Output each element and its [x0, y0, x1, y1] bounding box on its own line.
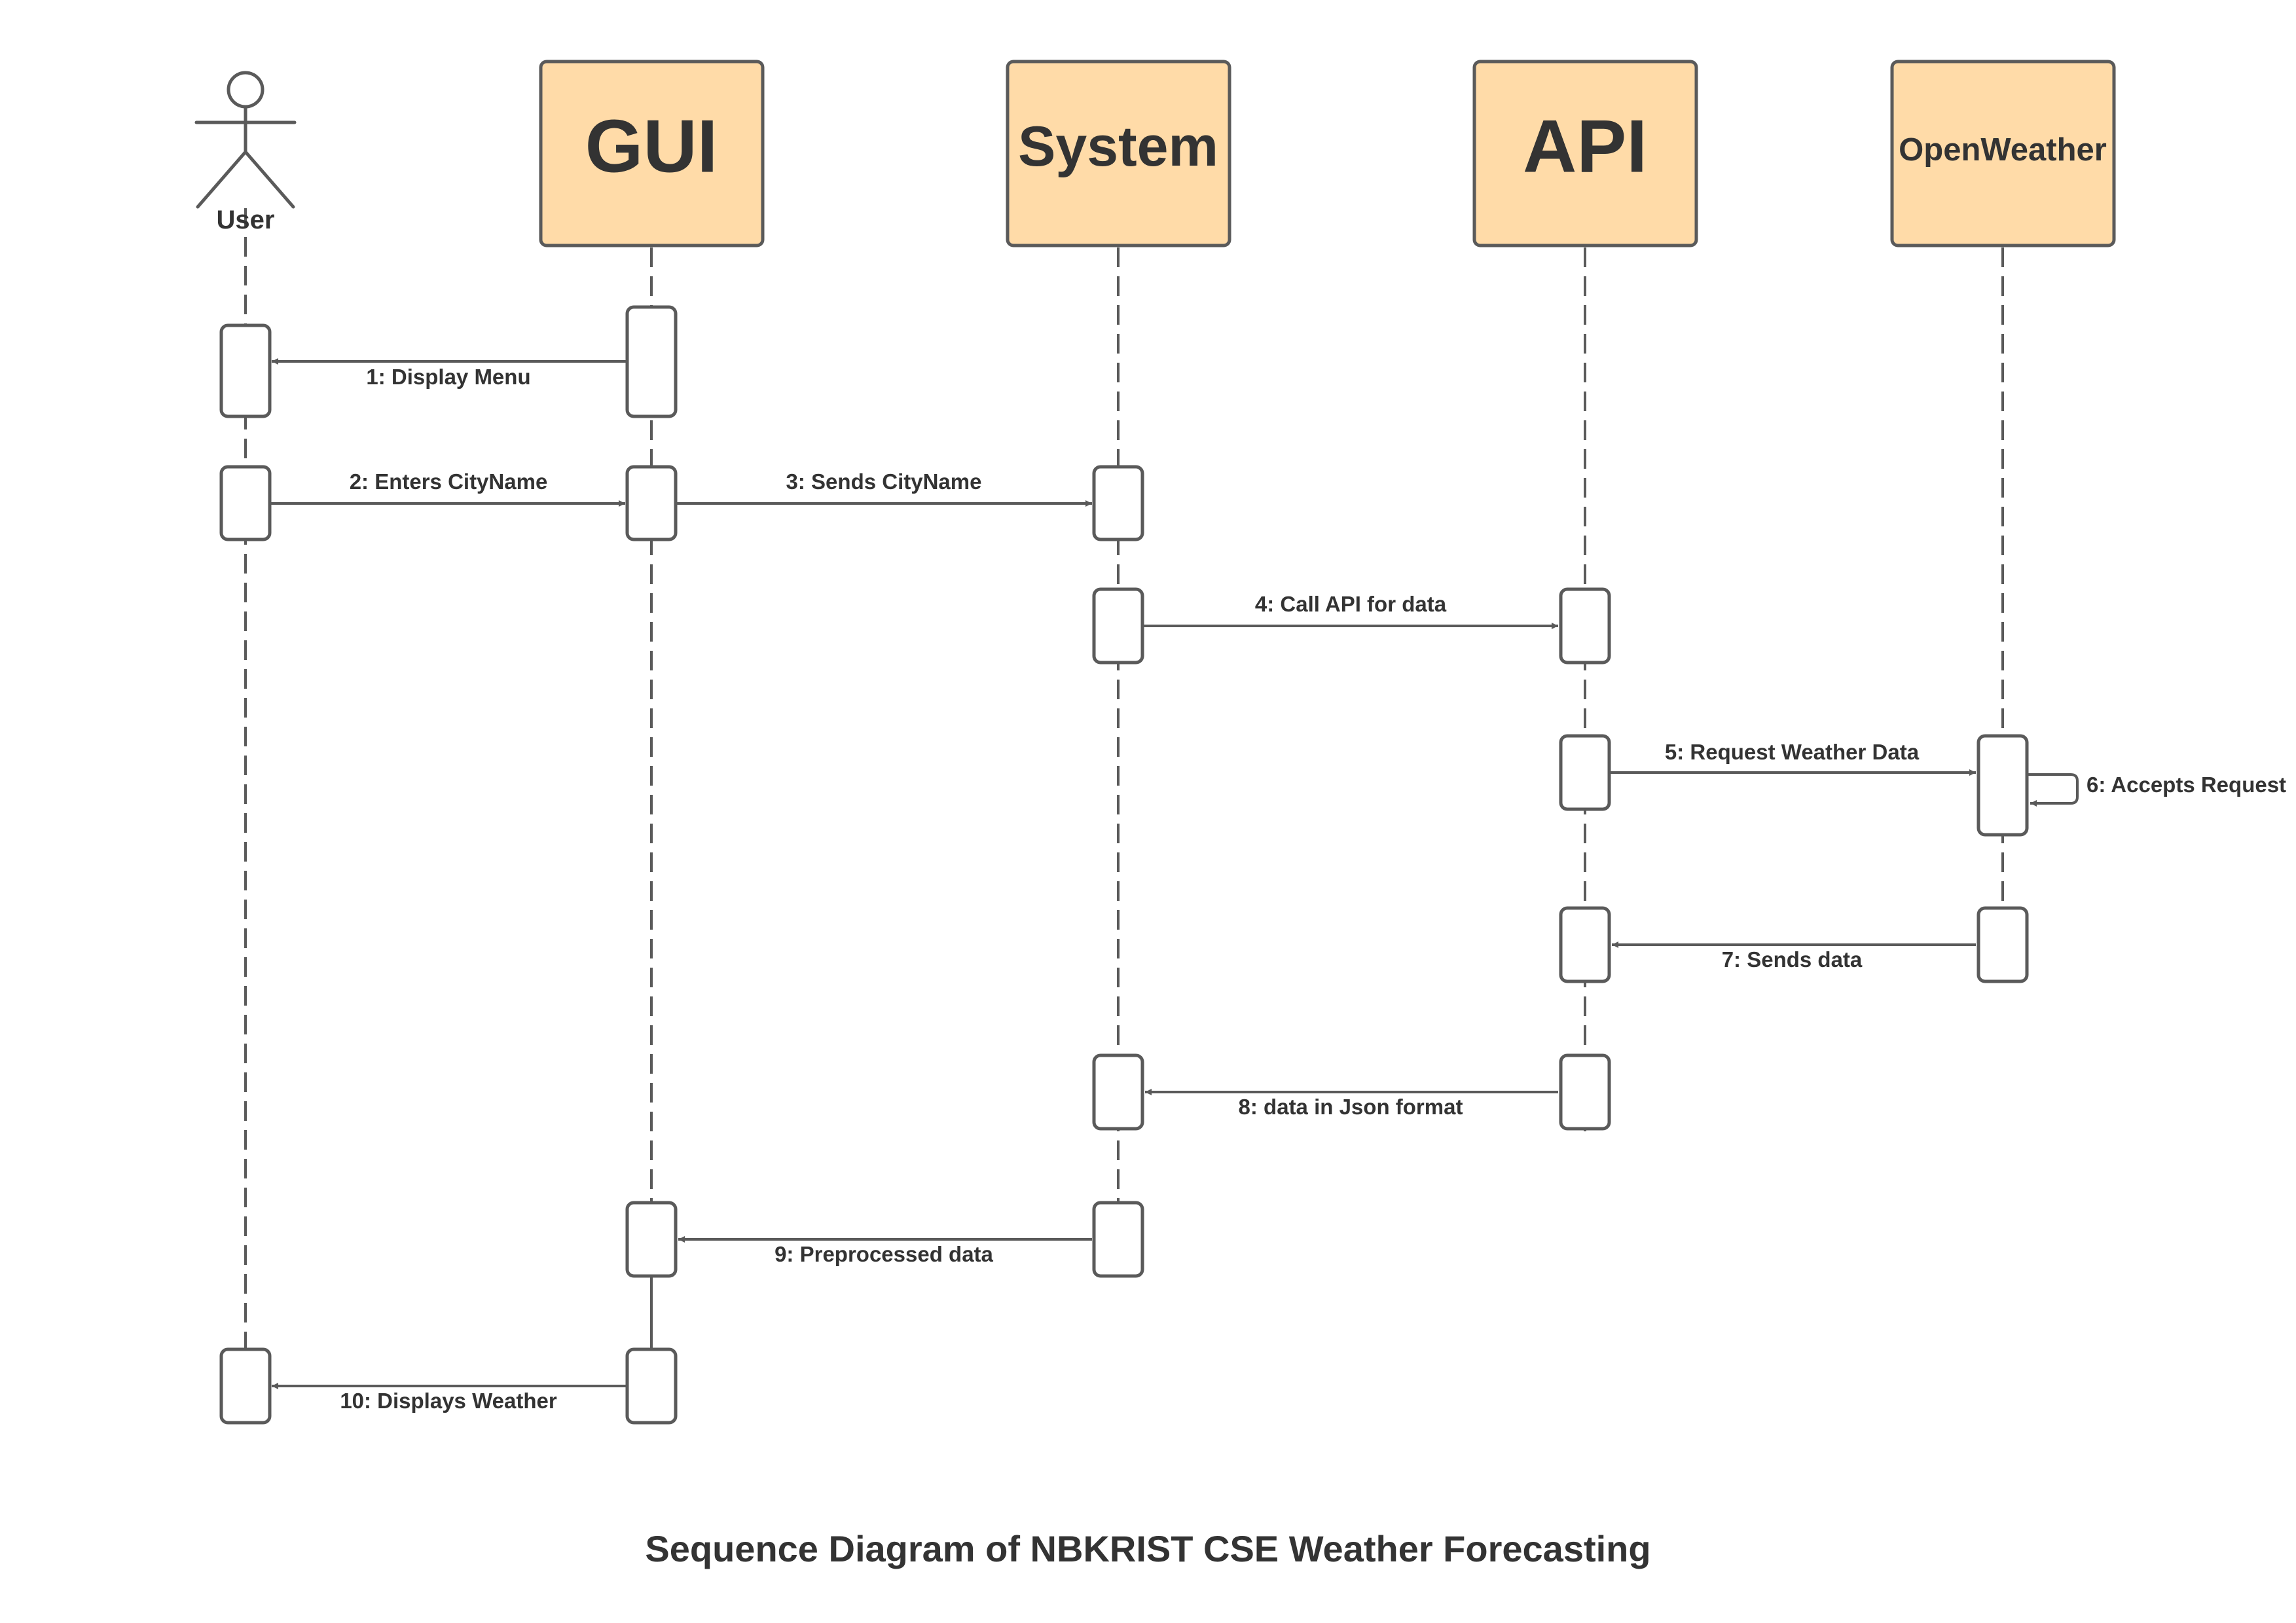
message-label: 8: data in Json format	[1239, 1095, 1463, 1119]
message-label: 7: Sends data	[1722, 947, 1863, 972]
activation-box	[1559, 1053, 1611, 1131]
participant-api: API	[1472, 60, 1698, 247]
activation-box	[1977, 734, 2029, 837]
message-label: 10: Displays Weather	[340, 1389, 557, 1413]
participant-box-openweather	[1890, 60, 2116, 247]
activation-box	[1559, 587, 1611, 665]
participant-label-gui: GUI	[585, 105, 718, 189]
message-3: 3: Sends CityName	[677, 469, 1092, 507]
participant-label-system: System	[1018, 115, 1218, 178]
activation-box	[625, 465, 678, 541]
activation-box	[1092, 587, 1144, 665]
message-label: 9: Preprocessed data	[774, 1242, 993, 1266]
activation-box	[1092, 1201, 1144, 1278]
participant-box-api	[1472, 60, 1698, 247]
message-5: 5: Request Weather Data	[1611, 740, 1976, 776]
message-1: 1: Display Menu	[272, 358, 627, 389]
activation-box	[1092, 1053, 1144, 1131]
message-label: 3: Sends CityName	[786, 469, 982, 494]
participant-openweather: OpenWeather	[1890, 60, 2116, 247]
participant-box-system	[1006, 60, 1231, 247]
activation-box	[625, 1347, 678, 1425]
message-2: 2: Enters CityName	[270, 469, 625, 507]
participant-label-user: User	[217, 206, 275, 234]
activation-box	[1559, 734, 1611, 811]
message-7: 7: Sends data	[1612, 941, 1976, 972]
participant-system: System	[1006, 60, 1231, 247]
activation-box	[219, 323, 272, 418]
activation-box	[625, 1201, 678, 1278]
participant-user: User	[194, 71, 297, 234]
participant-gui: GUI	[539, 60, 765, 247]
message-label: 1: Display Menu	[366, 365, 530, 389]
message-arrow	[2028, 773, 2079, 807]
message-label: 6: Accepts Request	[2086, 773, 2286, 797]
message-label: 4: Call API for data	[1255, 592, 1447, 616]
activation-box	[1977, 906, 2029, 983]
message-6: 6: Accepts Request	[2028, 773, 2286, 807]
diagram-caption: Sequence Diagram of NBKRIST CSE Weather …	[645, 1528, 1651, 1569]
message-label: 5: Request Weather Data	[1665, 740, 1920, 764]
activation-box	[219, 1347, 272, 1425]
message-label: 2: Enters CityName	[350, 469, 548, 494]
message-10: 10: Displays Weather	[272, 1383, 627, 1413]
actor-icon	[194, 71, 297, 209]
activation-box	[1092, 465, 1144, 541]
activations	[219, 305, 2029, 1425]
message-8: 8: data in Json format	[1145, 1089, 1558, 1119]
activation-box	[1559, 906, 1611, 983]
message-9: 9: Preprocessed data	[678, 1236, 1092, 1266]
participant-box-gui	[539, 60, 765, 247]
activation-box	[625, 305, 678, 418]
message-4: 4: Call API for data	[1144, 592, 1558, 629]
participant-label-openweather: OpenWeather	[1899, 132, 2107, 168]
participant-label-api: API	[1523, 105, 1647, 189]
activation-box	[219, 465, 272, 541]
